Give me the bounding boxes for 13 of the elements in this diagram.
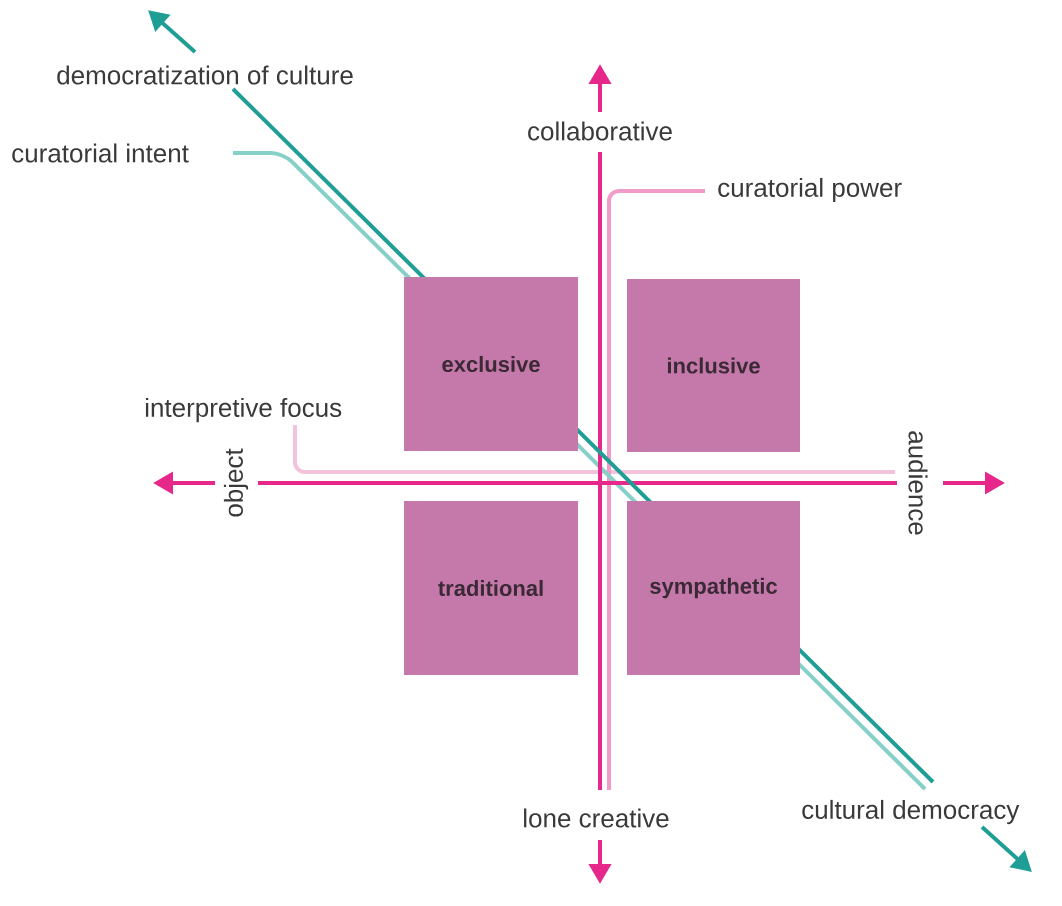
quadrant-box: sympathetic [627, 501, 800, 675]
quadrant-box: traditional [404, 501, 578, 675]
quadrant-box: inclusive [627, 279, 800, 452]
axis-label: curatorial intent [12, 143, 189, 163]
quadrant-box: exclusive [404, 277, 578, 451]
axis-label: object [223, 448, 249, 517]
axis-label: interpretive focus [145, 397, 342, 423]
axis-label: lone creative [524, 808, 669, 828]
axis-label: democratization of culture [57, 65, 353, 85]
axis-label: audience [908, 431, 928, 535]
axis-label: collaborative [528, 121, 672, 141]
axis-label: cultural democracy [802, 799, 1020, 825]
axis-label: curatorial power [718, 177, 902, 203]
